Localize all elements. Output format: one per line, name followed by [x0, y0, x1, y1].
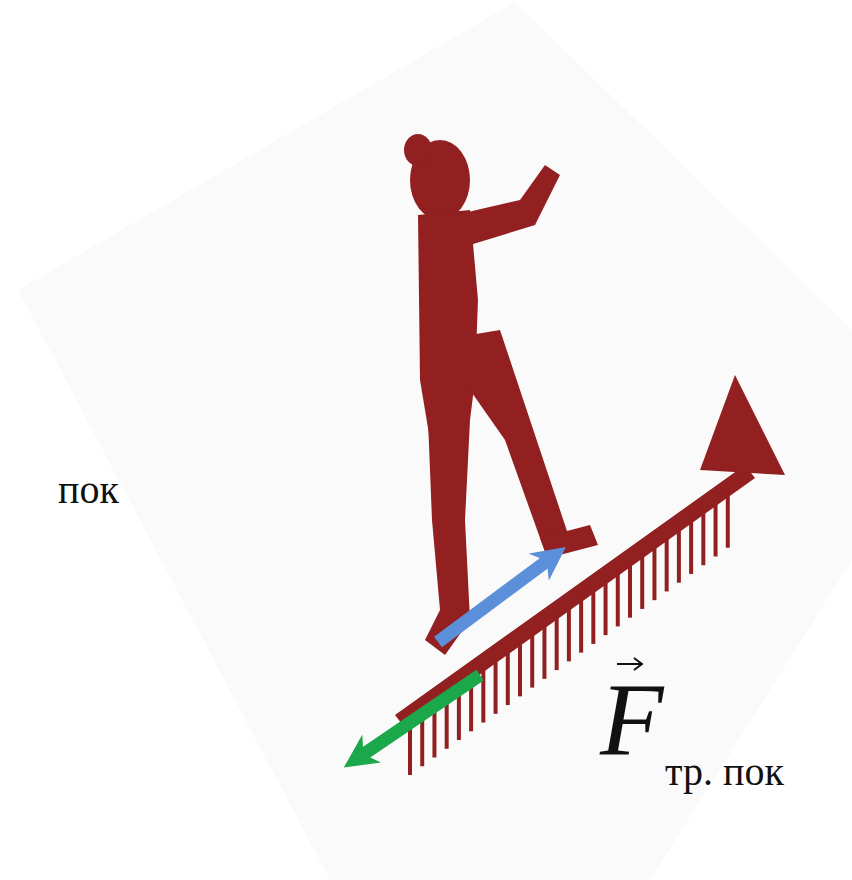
- motion-arrow: [438, 555, 555, 642]
- surface-hatch: [726, 493, 730, 548]
- surface-hatch: [494, 659, 498, 714]
- walker-silhouette: [404, 134, 598, 655]
- surface-hatch: [677, 528, 681, 583]
- surface-hatch: [604, 580, 608, 635]
- surface-hatch: [640, 554, 644, 609]
- surface-hatch: [701, 510, 705, 565]
- surface-hatch: [567, 606, 571, 661]
- surface-hatch: [530, 633, 534, 688]
- surface-hatch: [665, 536, 669, 591]
- friction-arrow: [355, 675, 480, 760]
- surface-hatch: [689, 519, 693, 574]
- force-symbol: F: [600, 668, 664, 772]
- surface-hatch: [518, 641, 522, 696]
- surface-hatch: [555, 615, 559, 670]
- photo-ground: [18, 2, 852, 880]
- surface-hatch: [506, 650, 510, 705]
- surface-hatch: [481, 668, 485, 723]
- surface-hatch: [714, 501, 718, 556]
- surface-hatch: [616, 571, 620, 626]
- surface-hatch: [591, 589, 595, 644]
- surface-hatch: [628, 563, 632, 618]
- surface-hatch: [542, 624, 546, 679]
- surface-hatch: [579, 598, 583, 653]
- surface-hatch: [652, 545, 656, 600]
- force-subscript: тр. пок: [665, 752, 784, 792]
- cut-label: пок: [58, 470, 119, 510]
- inclined-surface: [395, 375, 785, 775]
